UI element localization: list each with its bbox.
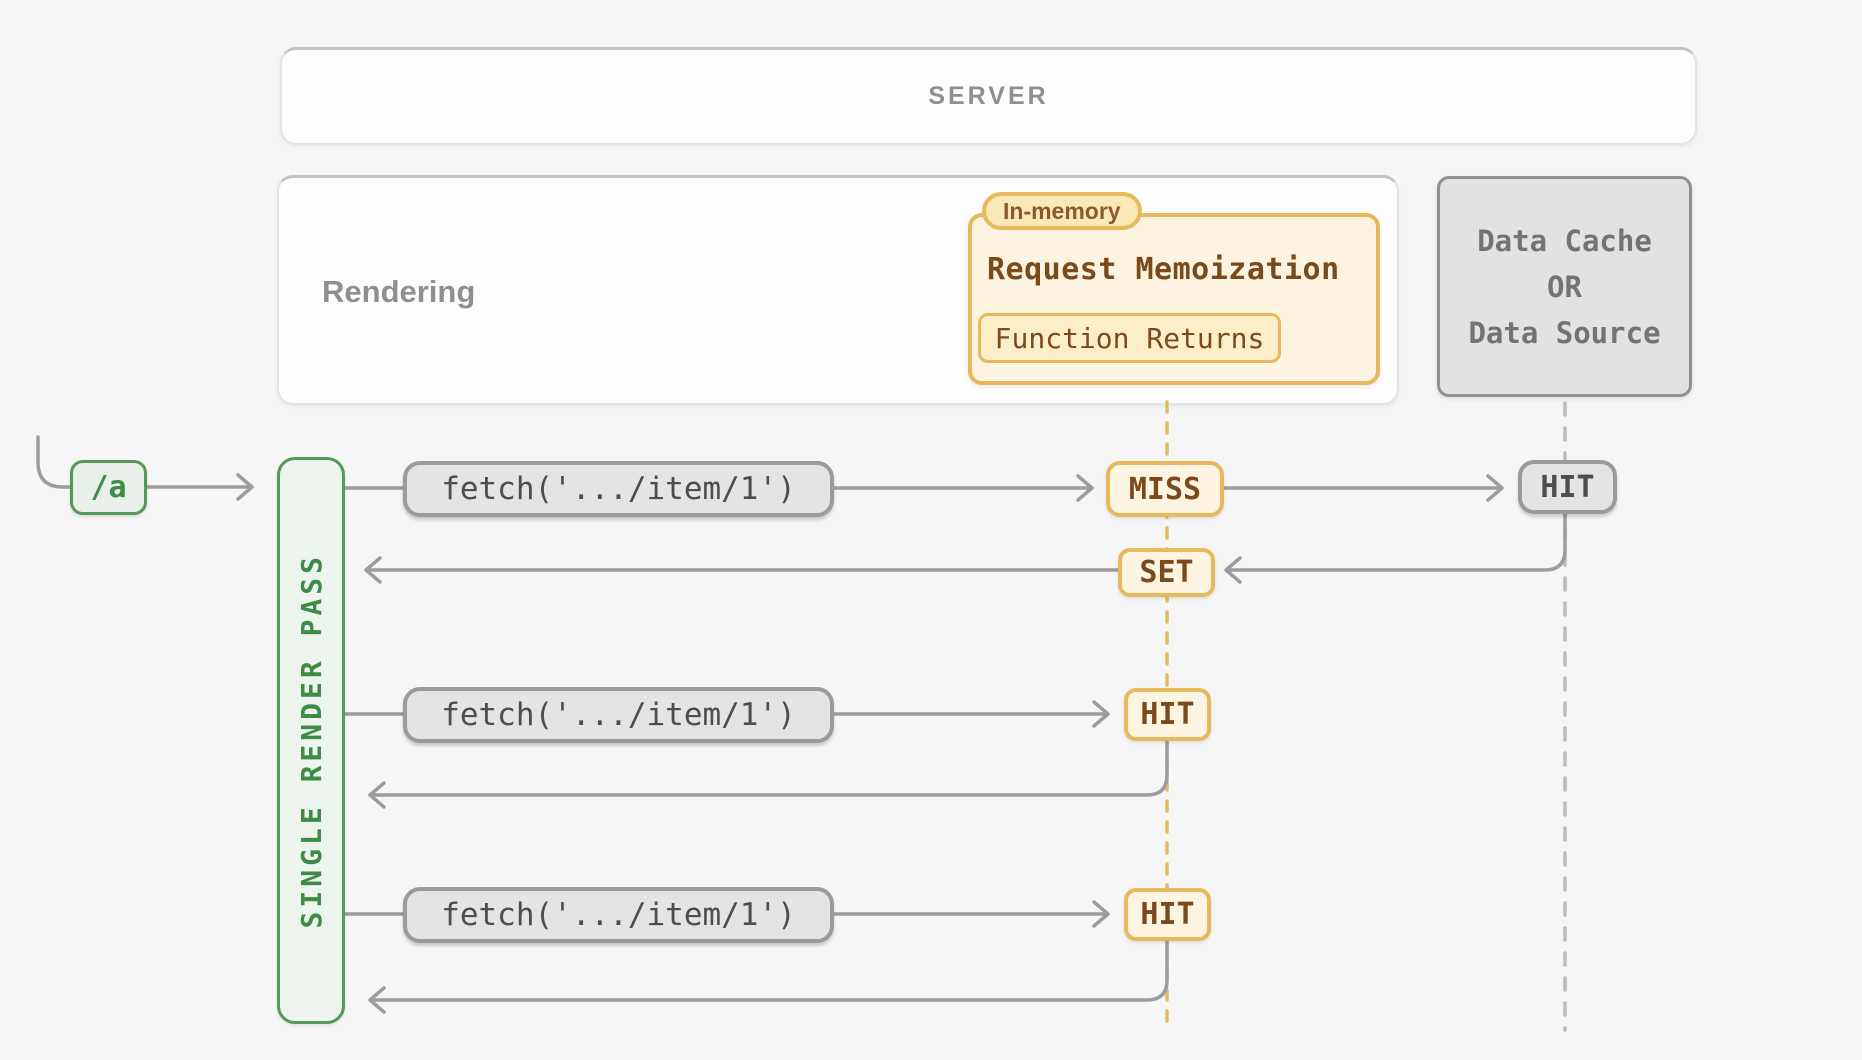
fetch-call-badge-2: fetch('.../item/1') [403, 687, 834, 743]
fetch-call-badge-3: fetch('.../item/1') [403, 887, 834, 943]
rendering-label: Rendering [322, 274, 476, 309]
data-store-line: Data Cache [1477, 223, 1652, 258]
data-cache-or-source-box: Data Cache OR Data Source [1437, 176, 1692, 397]
memo-hit-badge-3: HIT [1124, 888, 1211, 941]
hit3-return-wire [370, 939, 1169, 1002]
hit-to-set-return-wire [1226, 512, 1567, 572]
arrowhead-right-icon [1486, 474, 1504, 502]
arrowhead-right-icon [1092, 900, 1110, 928]
arrowhead-left-icon [364, 556, 382, 584]
server-box: SERVER [280, 47, 1697, 145]
arrowhead-left-icon [368, 986, 386, 1014]
data-store-line: OR [1547, 269, 1582, 304]
single-render-pass-bar: SINGLE RENDER PASS [277, 457, 345, 1024]
data-store-line: Data Source [1468, 315, 1661, 350]
incoming-request-wire [36, 435, 72, 489]
request-memoization-title: Request Memoization [987, 252, 1340, 287]
fetch-call-badge-1: fetch('.../item/1') [403, 461, 834, 517]
route-a-badge: /a [70, 460, 147, 515]
memo-hit-badge-2: HIT [1124, 688, 1211, 741]
arrowhead-left-icon [1224, 556, 1242, 584]
arrowhead-left-icon [368, 781, 386, 809]
arrowhead-right-icon [1092, 700, 1110, 728]
in-memory-tag: In-memory [982, 192, 1142, 230]
arrowhead-right-icon [236, 473, 254, 501]
memo-set-badge: SET [1118, 548, 1215, 597]
memo-miss-badge: MISS [1106, 461, 1224, 517]
server-label: SERVER [928, 82, 1049, 110]
hit2-return-wire [370, 739, 1169, 797]
arrowhead-right-icon [1076, 474, 1094, 502]
datastore-hit-badge: HIT [1518, 460, 1617, 514]
function-returns-box: Function Returns [978, 313, 1281, 363]
single-render-pass-label: SINGLE RENDER PASS [294, 552, 328, 929]
